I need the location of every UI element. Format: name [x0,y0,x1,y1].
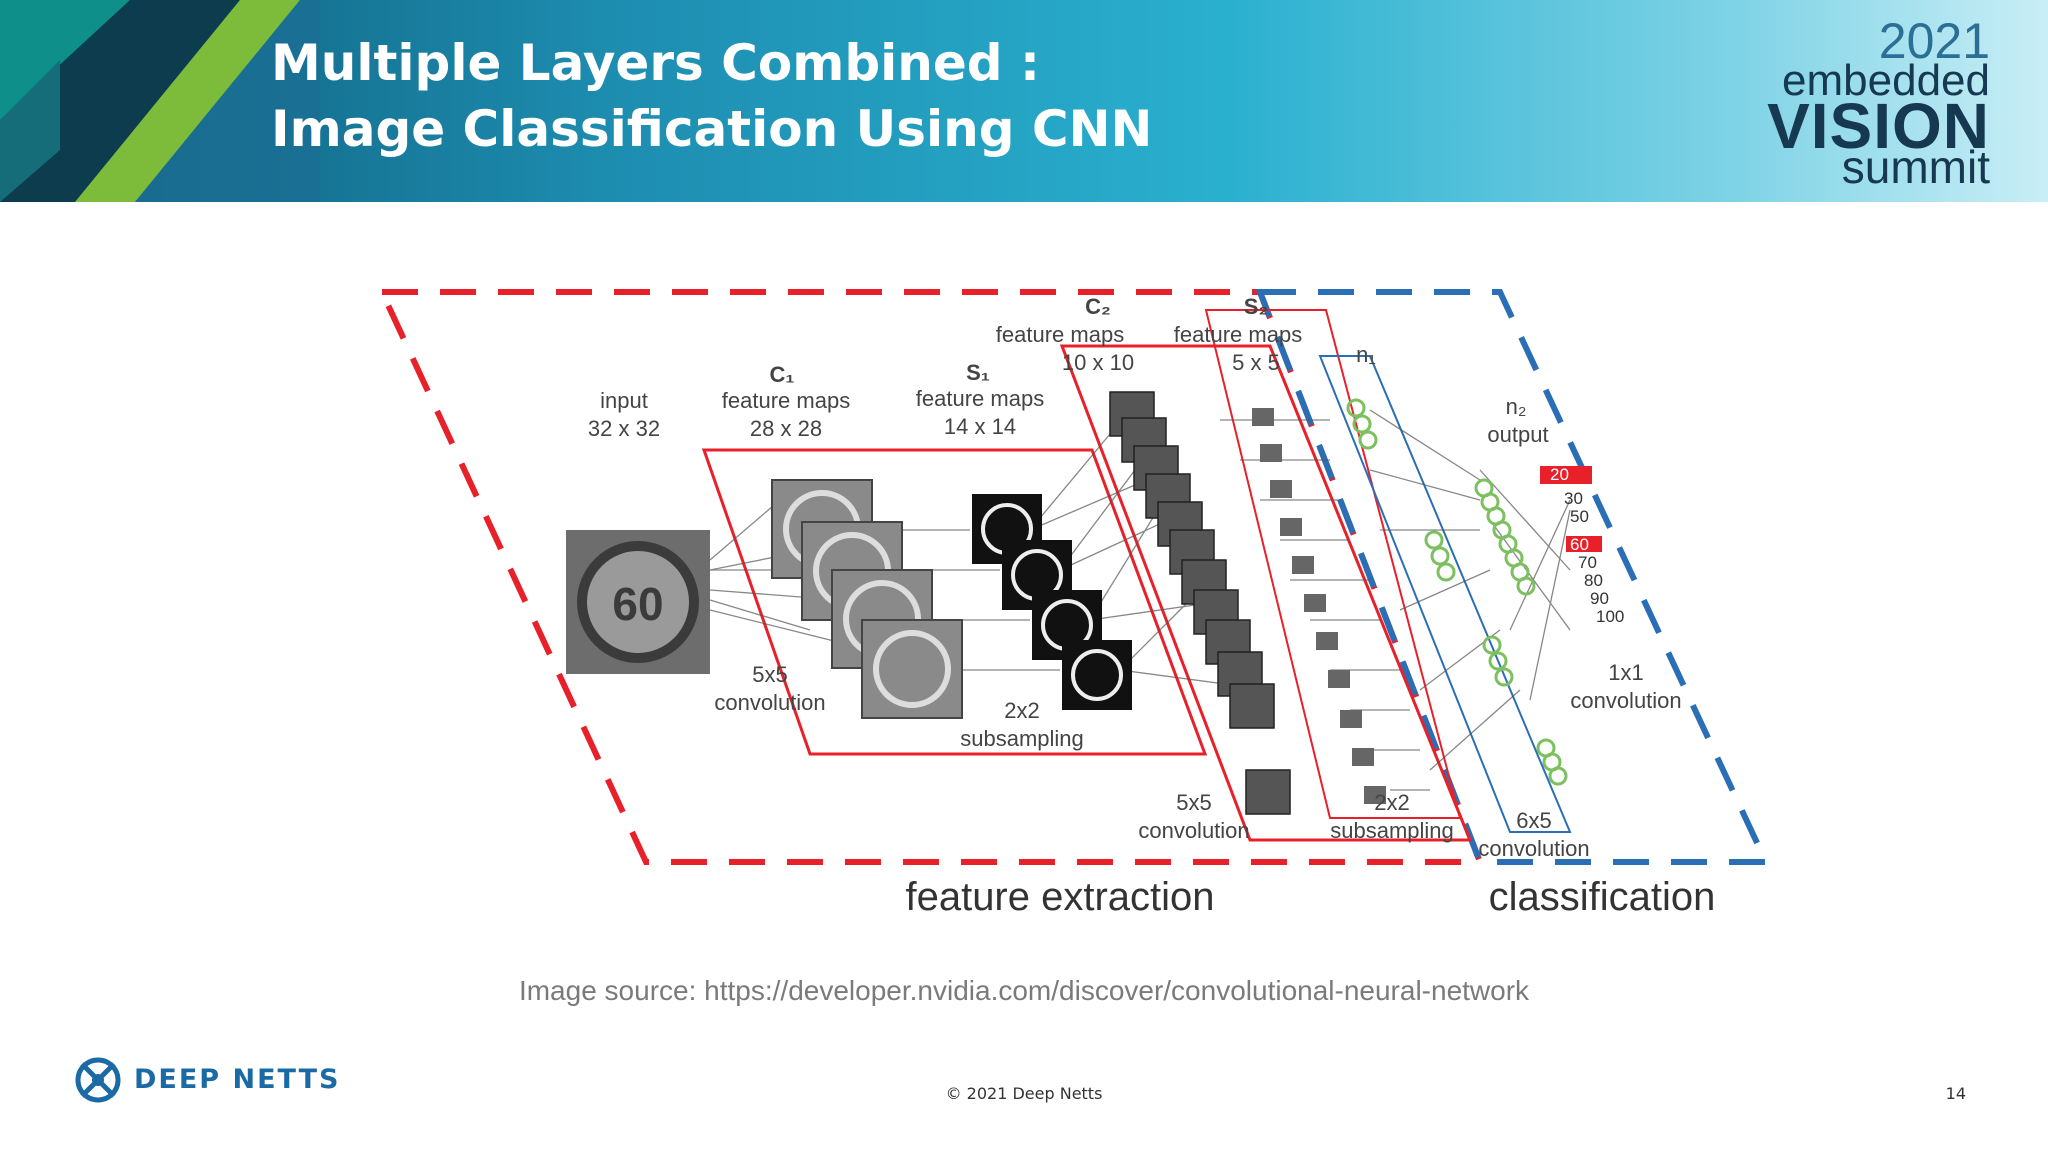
n1-neurons [1346,398,1514,687]
logo-vision: VISION [1767,90,1990,162]
conv4-kernel: 1x1 [1608,660,1643,685]
sub1-label: subsampling [960,726,1084,751]
conv1-kernel: 5x5 [752,662,787,687]
conv3-label: convolution [1478,836,1589,861]
c1-title: C₁ [770,362,795,387]
s1-size: 14 x 14 [944,414,1016,439]
input-sign-text: 60 [612,578,663,630]
classification-region [1255,289,1771,865]
output-highlight-bottom [1566,536,1602,552]
c2-label: feature maps [996,322,1124,347]
s1-label: feature maps [916,386,1044,411]
embedded-vision-summit-logo: 2021 embedded VISION summit [1767,13,1990,190]
output-value: 20 [1550,465,1569,484]
sub2-label: subsampling [1330,818,1454,843]
output-highlight-top [1540,466,1592,484]
s1-feature-maps [972,494,1132,710]
slide-header: Multiple Layers Combined : Image Classif… [0,0,2048,202]
s2-feature-maps [1252,408,1386,804]
logo-summit: summit [1841,141,1990,193]
conv1-box [701,448,1208,756]
feature-extraction-label: feature extraction [905,875,1214,919]
output-value: 70 [1578,553,1597,572]
output-label: output [1487,422,1548,447]
n1-box [1318,355,1572,833]
n1-label: n₁ [1356,342,1376,367]
c1-feature-maps [771,479,963,719]
brand-name: DEEP NETTS [134,1064,341,1095]
input-label: input [600,388,648,413]
page-number: 14 [1945,1084,1966,1103]
conv2-box [1059,344,1473,842]
output-value: 80 [1584,571,1603,590]
conv2-kernel: 5x5 [1176,790,1211,815]
output-value: 60 [1570,535,1589,554]
c2-title: C₂ [1085,294,1111,319]
image-source-caption: Image source: https://developer.nvidia.c… [518,975,1530,1006]
sub2-kernel: 2x2 [1374,790,1409,815]
c2-feature-maps [1109,391,1291,815]
logo-year: 2021 [1878,13,1990,69]
s2-size: 5 x 5 [1232,350,1280,375]
c2-size: 10 x 10 [1062,350,1134,375]
feature-extraction-region [377,289,1485,865]
logo-embedded: embedded [1782,56,1990,105]
n2-neurons [1474,478,1568,786]
sub1-kernel: 2x2 [1004,698,1039,723]
input-size: 32 x 32 [588,416,660,441]
slide-title-line1: Multiple Layers Combined : [271,34,1040,92]
output-values: 20 30 50 60 70 80 90 100 [1550,465,1624,626]
header-decoration [0,0,320,202]
deep-netts-icon [75,1057,121,1103]
output-value: 100 [1596,607,1624,626]
output-value: 30 [1564,489,1583,508]
c1-size: 28 x 28 [750,416,822,441]
cnn-diagram: 60 [377,289,1771,919]
output-value: 90 [1590,589,1609,608]
s2-label: feature maps [1174,322,1302,347]
s1-title: S₁ [966,360,990,385]
conv4-label: convolution [1570,688,1681,713]
deep-netts-logo: DEEP NETTS [72,1052,372,1112]
s2-title: S₂ [1244,294,1268,319]
output-value: 50 [1570,507,1589,526]
slide-title-line2: Image Classification Using CNN [271,100,1153,158]
conv3-kernel: 6x5 [1516,808,1551,833]
input-image: 60 [566,530,710,674]
c1-label: feature maps [722,388,850,413]
conv2-label: convolution [1138,818,1249,843]
n2-label: n₂ [1506,394,1527,419]
slide-title: Multiple Layers Combined : Image Classif… [271,30,1152,162]
conv1-label: convolution [714,690,825,715]
classification-label: classification [1489,875,1716,919]
footer-copyright: © 2021 Deep Netts [945,1084,1103,1103]
c2-box [1204,309,1462,819]
